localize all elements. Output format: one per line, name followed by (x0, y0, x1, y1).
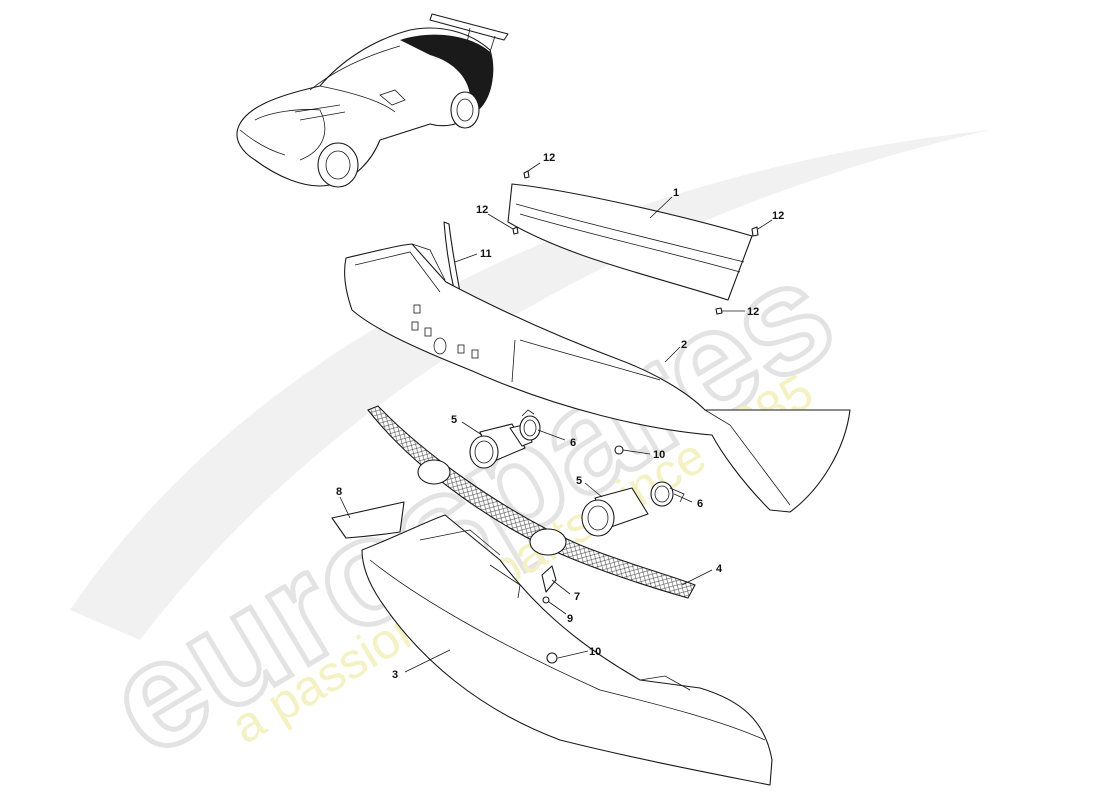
exhaust-tip-lower (581, 487, 649, 537)
leader-lines (339, 162, 773, 673)
callout-9: 9 (567, 613, 573, 625)
callout-5-lower: 5 (576, 475, 582, 487)
part-9-fastener (542, 596, 550, 604)
part-12-clip-b (512, 226, 519, 235)
callout-12-bottom: 12 (747, 306, 759, 318)
car-rear-highlight (400, 34, 493, 109)
car-thumbnail (236, 13, 509, 188)
callout-7: 7 (574, 591, 580, 603)
callout-8: 8 (336, 486, 342, 498)
part-2-bumper-cover (344, 243, 851, 513)
exhaust-clamp-upper (519, 409, 541, 441)
part-8-bracket (331, 501, 405, 539)
part-12-clip-a (523, 170, 530, 179)
part-12-clip-c (751, 226, 759, 237)
callout-1: 1 (673, 187, 679, 199)
part-10-grommet-upper (614, 445, 624, 455)
watermark-swoosh (70, 130, 990, 640)
callout-3: 3 (392, 669, 398, 681)
part-12-clip-d (715, 307, 723, 315)
callout-10-upper: 10 (653, 449, 665, 461)
part-7-bracket (541, 565, 557, 593)
part-3-diffuser (361, 514, 773, 786)
callout-12-right: 12 (772, 210, 784, 222)
part-1-garnish-panel (507, 183, 753, 301)
part-10-grommet-lower (546, 652, 558, 664)
exhaust-clamp-lower (650, 481, 685, 507)
callout-2: 2 (681, 339, 687, 351)
callout-6-lower: 6 (697, 498, 703, 510)
callout-6-upper: 6 (570, 437, 576, 449)
callout-5-upper: 5 (451, 414, 457, 426)
callout-11: 11 (480, 248, 492, 260)
callout-4: 4 (716, 563, 723, 575)
part-4-grille-mesh (367, 405, 696, 599)
callout-12-left: 12 (476, 204, 488, 216)
callout-12-top: 12 (543, 152, 555, 164)
callout-labels: 1 2 3 4 5 5 6 6 7 8 9 10 10 11 12 12 12 … (336, 152, 784, 681)
callout-10-lower: 10 (589, 646, 601, 658)
hardware (512, 170, 759, 664)
